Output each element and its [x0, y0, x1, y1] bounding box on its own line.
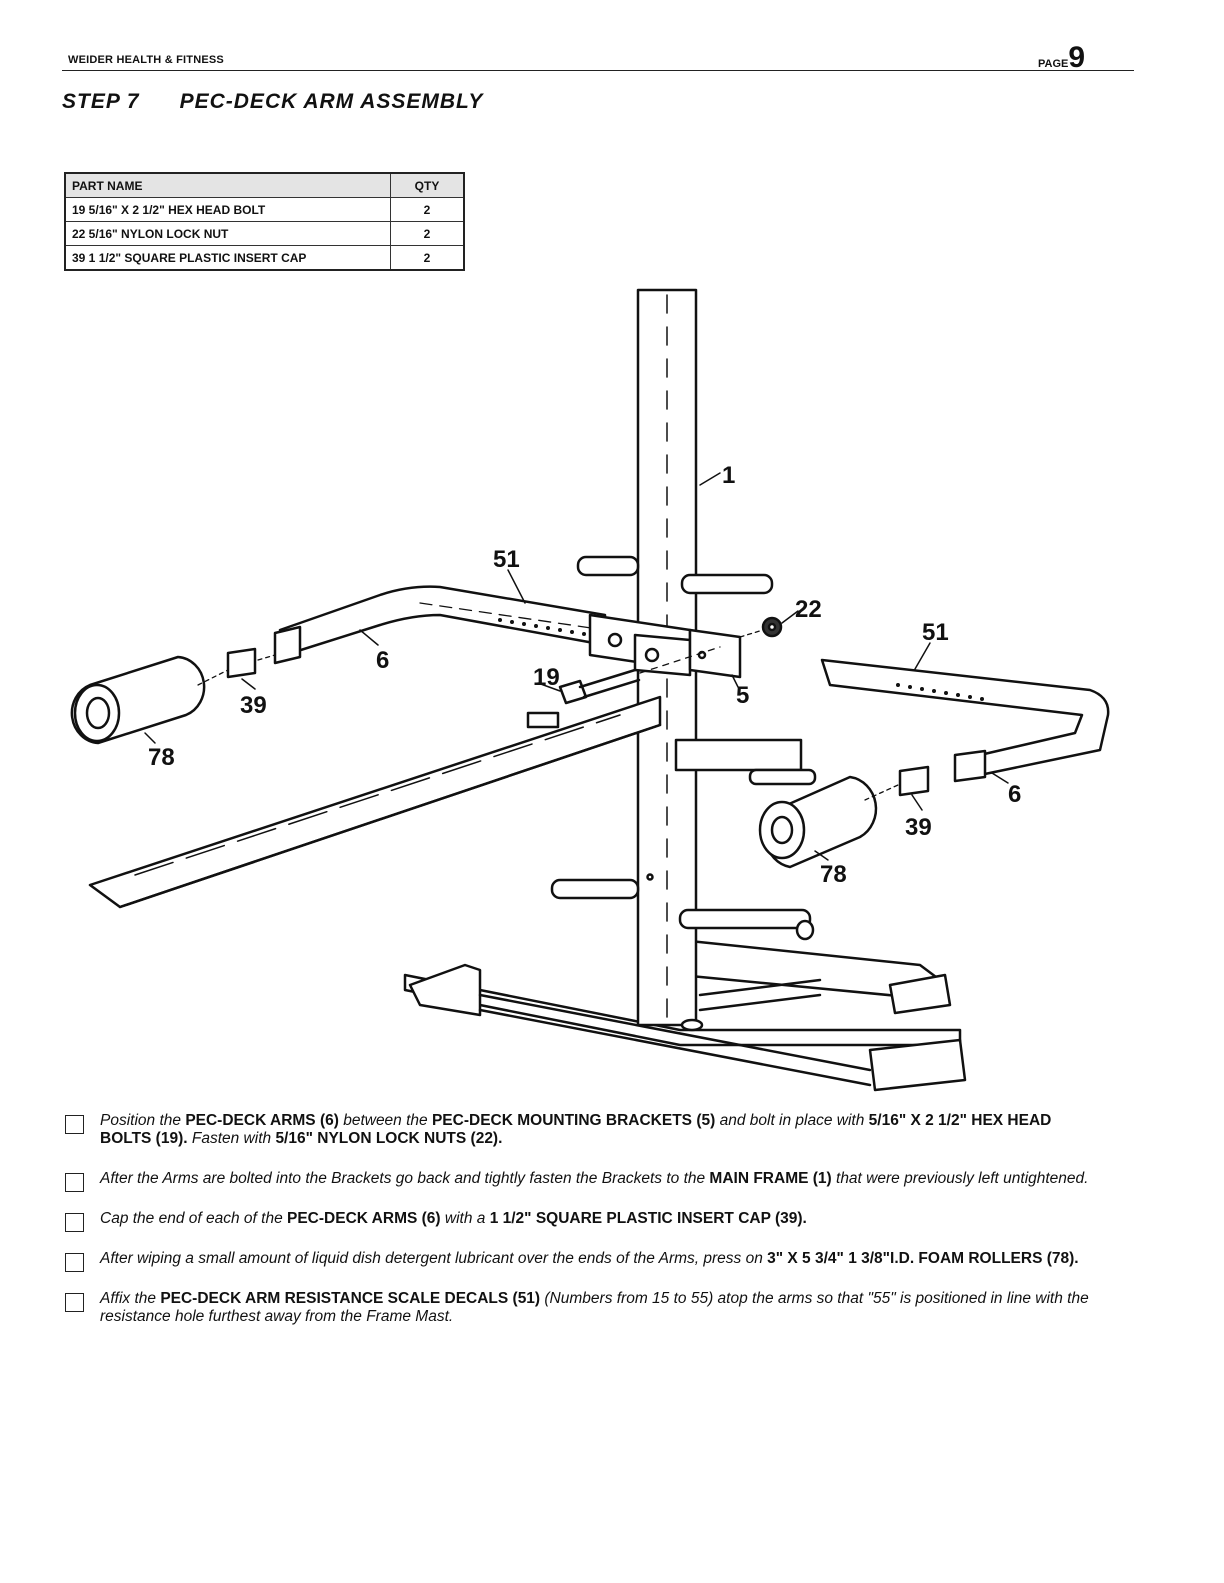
- instruction-item: Position the PEC-DECK ARMS (6) between t…: [62, 1112, 1102, 1148]
- part-name: 22 5/16" NYLON LOCK NUT: [64, 221, 391, 246]
- right-cap-and-roller: [758, 765, 930, 869]
- part-name: 39 1 1/2" SQUARE PLASTIC INSERT CAP: [64, 245, 391, 271]
- callout-51: 51: [493, 546, 520, 573]
- col-qty: QTY: [390, 172, 465, 198]
- callout-6: 6: [376, 647, 389, 674]
- callout-5: 5: [736, 682, 749, 709]
- checkbox[interactable]: [65, 1173, 84, 1192]
- mounting-brackets: [588, 613, 742, 679]
- instruction-item: Affix the PEC-DECK ARM RESISTANCE SCALE …: [62, 1290, 1102, 1326]
- instruction-text: Position the PEC-DECK ARMS (6) between t…: [100, 1112, 1052, 1147]
- checkbox[interactable]: [65, 1253, 84, 1272]
- part-callouts: 1 51 22 51 6 19 5 39 78 6 39 78: [148, 462, 1021, 888]
- bolt-and-nut: [558, 616, 783, 705]
- parts-table-header: PART NAME QTY: [64, 172, 465, 198]
- header-brand: WEIDER HEALTH & FITNESS: [68, 54, 224, 66]
- instruction-text: Affix the PEC-DECK ARM RESISTANCE SCALE …: [100, 1290, 1089, 1325]
- bench-rail: [88, 695, 662, 909]
- base-frame: [403, 938, 967, 1092]
- weight-posts: [550, 555, 817, 941]
- checkbox[interactable]: [65, 1293, 84, 1312]
- table-row: 22 5/16" NYLON LOCK NUT 2: [64, 221, 465, 246]
- callout-39: 39: [240, 692, 267, 719]
- instruction-list: Position the PEC-DECK ARMS (6) between t…: [62, 1112, 1102, 1348]
- step-title: STEP 7 PEC-DECK ARM ASSEMBLY: [62, 90, 483, 114]
- step-name: PEC-DECK ARM ASSEMBLY: [179, 90, 484, 113]
- page-number: 9: [1068, 41, 1086, 74]
- callout-51: 51: [922, 619, 949, 646]
- part-qty: 2: [390, 197, 465, 222]
- instruction-text: After wiping a small amount of liquid di…: [100, 1250, 1079, 1267]
- callout-78: 78: [820, 861, 847, 888]
- page-number-block: PAGE 9: [1038, 41, 1086, 74]
- table-row: 39 1 1/2" SQUARE PLASTIC INSERT CAP 2: [64, 245, 465, 271]
- page-label: PAGE: [1038, 58, 1069, 70]
- table-row: 19 5/16" X 2 1/2" HEX HEAD BOLT 2: [64, 197, 465, 222]
- pec-deck-arm-left: [273, 585, 607, 665]
- part-qty: 2: [390, 245, 465, 271]
- instruction-text: Cap the end of each of the PEC-DECK ARMS…: [100, 1210, 807, 1227]
- checkbox[interactable]: [65, 1115, 84, 1134]
- assembly-diagram: 1 51 22 51 6 19 5 39 78 6 39 78: [70, 288, 1110, 1092]
- part-qty: 2: [390, 221, 465, 246]
- pec-deck-arm-right: [820, 658, 1110, 783]
- checkbox[interactable]: [65, 1213, 84, 1232]
- part-name: 19 5/16" X 2 1/2" HEX HEAD BOLT: [64, 197, 391, 222]
- callout-39: 39: [905, 814, 932, 841]
- instruction-text: After the Arms are bolted into the Brack…: [100, 1170, 1089, 1187]
- step-number: STEP 7: [62, 90, 140, 113]
- callout-19: 19: [533, 664, 560, 691]
- header-rule: [62, 70, 1134, 71]
- instruction-item: After wiping a small amount of liquid di…: [62, 1250, 1102, 1272]
- callout-78: 78: [148, 744, 175, 771]
- parts-table: PART NAME QTY 19 5/16" X 2 1/2" HEX HEAD…: [64, 172, 465, 271]
- callout-6: 6: [1008, 781, 1021, 808]
- left-cap-and-roller: [70, 647, 276, 745]
- callout-22: 22: [795, 596, 822, 623]
- callout-1: 1: [722, 462, 735, 489]
- col-part-name: PART NAME: [64, 172, 391, 198]
- leader-lines: [144, 472, 1009, 861]
- instruction-item: After the Arms are bolted into the Brack…: [62, 1170, 1102, 1192]
- instruction-item: Cap the end of each of the PEC-DECK ARMS…: [62, 1210, 1102, 1232]
